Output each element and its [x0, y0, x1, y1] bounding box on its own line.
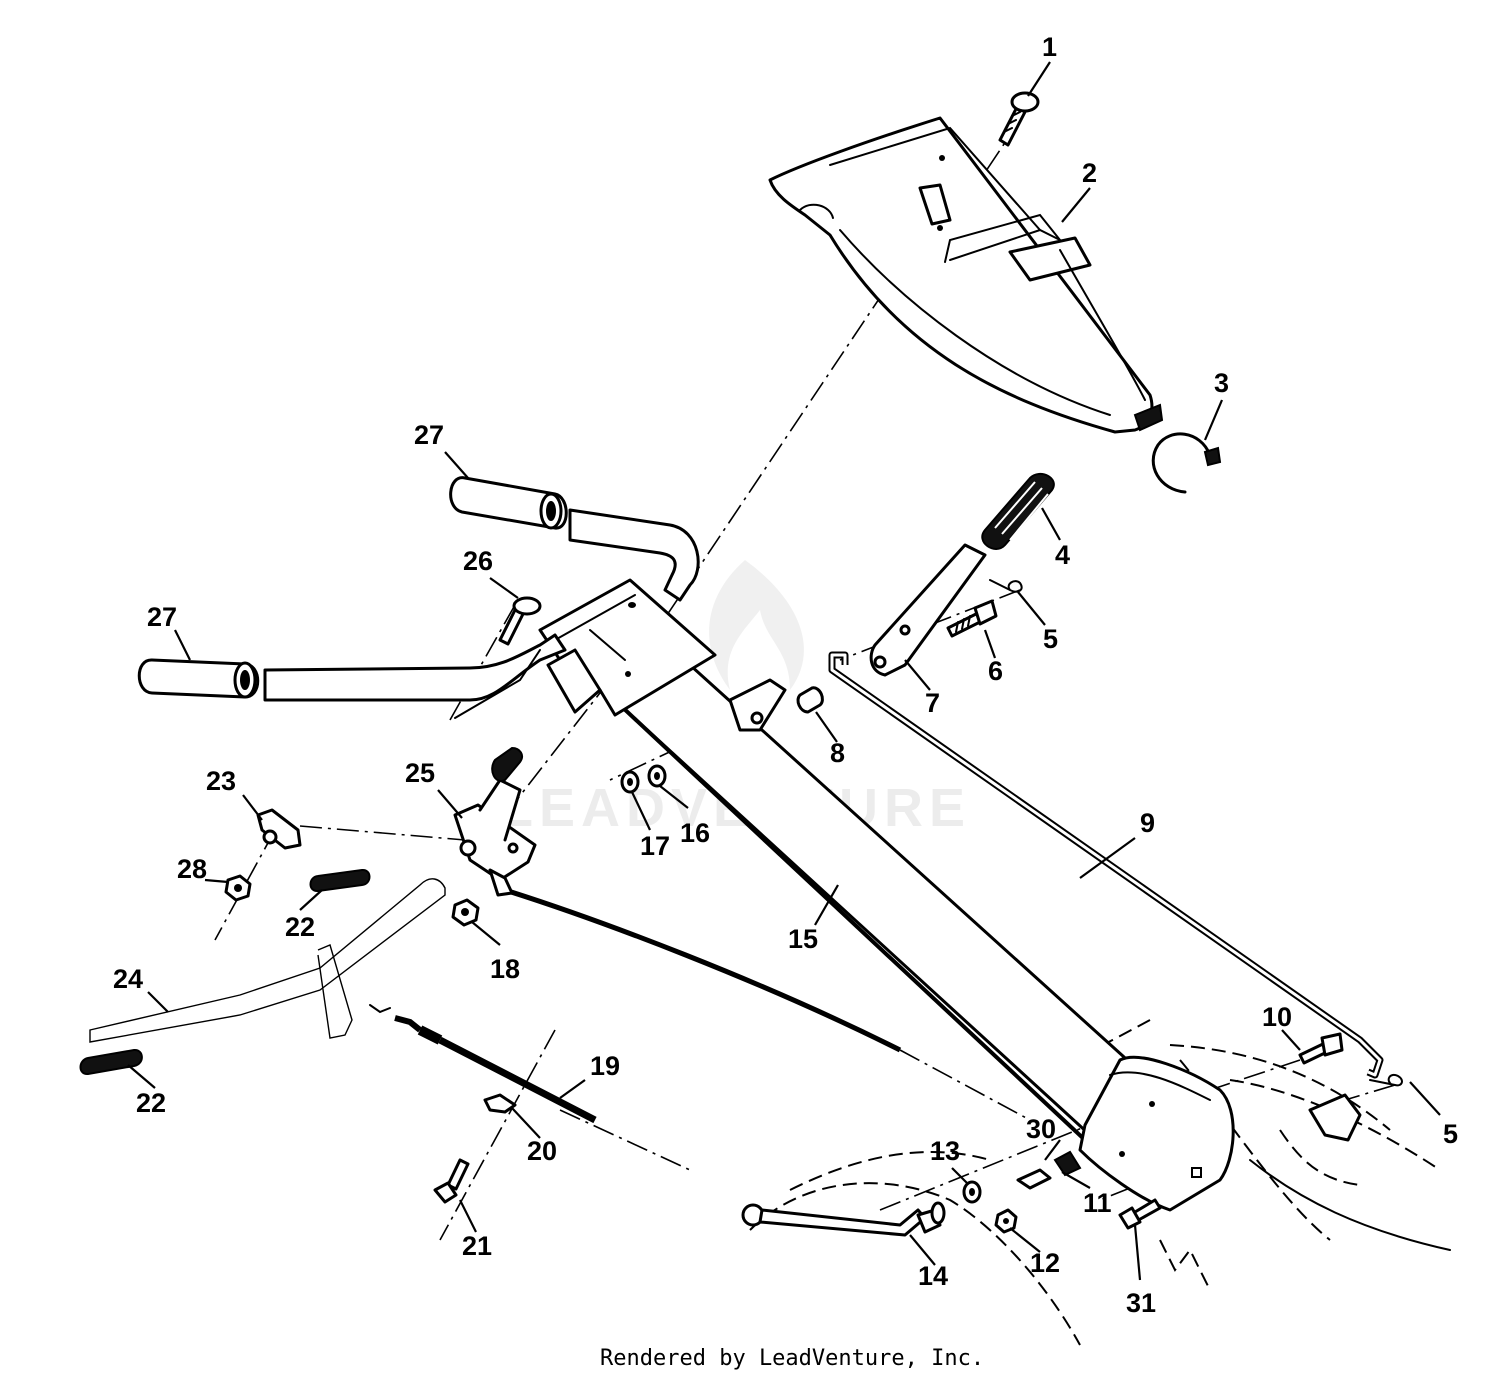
shift-lever: [869, 543, 987, 677]
callout-30: 30: [1026, 1114, 1056, 1144]
shield-screw: [998, 91, 1040, 147]
shift-lever-knob: [981, 472, 1055, 550]
control-cable: [369, 1004, 597, 1124]
callout-8: 8: [830, 738, 845, 768]
handle-tube: [618, 663, 1235, 1212]
handlebars: [263, 508, 700, 719]
detent-spring: [1016, 1150, 1082, 1190]
cable-clip: [256, 808, 302, 850]
render-credit: Rendered by LeadVenture, Inc.: [600, 1346, 984, 1371]
callout-24: 24: [113, 964, 143, 994]
washer-and-nut: [620, 764, 667, 794]
callout-11: 11: [1083, 1188, 1112, 1218]
callout-23: 23: [206, 766, 236, 796]
callout-22-upper: 22: [285, 912, 315, 942]
hairpin-clip-lower: [1369, 1074, 1403, 1087]
grip-lower: [137, 658, 260, 699]
watermark-flame-icon: [709, 560, 804, 690]
lever-nut: [994, 1208, 1018, 1234]
callout-9: 9: [1140, 808, 1155, 838]
shift-cable: [504, 887, 902, 1053]
handle-grip-upper: [309, 869, 371, 892]
hex-nut-left: [224, 874, 252, 902]
callout-22-lower: 22: [136, 1088, 166, 1118]
hand-grips: [137, 476, 568, 699]
callout-31: 31: [1126, 1288, 1156, 1318]
cable-screw: [433, 1158, 470, 1204]
callout-20: 20: [527, 1136, 557, 1166]
rod-bolt: [1298, 1032, 1344, 1065]
callout-5-upper: 5: [1043, 624, 1058, 654]
shift-rod: [828, 651, 1384, 1079]
callout-21: 21: [462, 1231, 492, 1261]
callout-labels: 1 2 3 4 5 5 6 7 8 9 10 11 12 13 14 15 16…: [113, 32, 1458, 1318]
callout-14: 14: [918, 1261, 948, 1291]
callout-16: 16: [680, 818, 710, 848]
callout-4: 4: [1055, 540, 1070, 570]
rod-link: [1308, 1093, 1362, 1142]
clutch-lever-bracket: [453, 746, 537, 897]
callout-15: 15: [788, 924, 818, 954]
callout-28: 28: [177, 854, 207, 884]
shift-handle-rod: [89, 878, 446, 1043]
callout-18: 18: [490, 954, 520, 984]
handle-shield: [768, 116, 1164, 434]
gearshift-lever: [741, 1201, 946, 1237]
callout-27-lower: 27: [147, 602, 177, 632]
pivot-bolt: [946, 599, 998, 638]
handle-grip-lower: [79, 1049, 143, 1075]
hairpin-clip-upper: [989, 579, 1023, 593]
callout-10: 10: [1262, 1002, 1292, 1032]
callout-5-lower: 5: [1443, 1119, 1458, 1149]
callout-1: 1: [1042, 32, 1057, 62]
callout-19: 19: [590, 1051, 620, 1081]
tube-bolt: [1118, 1198, 1162, 1230]
retaining-ring: [1151, 432, 1222, 494]
spacer: [796, 686, 824, 714]
callout-2: 2: [1082, 158, 1097, 188]
lever-washer: [962, 1180, 982, 1204]
carriage-bolt: [498, 596, 542, 646]
leader-lines: [127, 61, 1441, 1281]
callout-12: 12: [1030, 1248, 1060, 1278]
callout-27-upper: 27: [414, 420, 444, 450]
callout-26: 26: [463, 546, 493, 576]
callout-6: 6: [988, 656, 1003, 686]
callout-3: 3: [1214, 368, 1229, 398]
hex-nut-center: [451, 898, 480, 927]
grip-upper: [449, 476, 568, 530]
callout-17: 17: [640, 831, 670, 861]
callout-7: 7: [925, 688, 940, 718]
callout-13: 13: [930, 1136, 960, 1166]
callout-25: 25: [405, 758, 435, 788]
handle-mount-bracket: [538, 578, 787, 732]
cable-clamp: [483, 1093, 517, 1114]
